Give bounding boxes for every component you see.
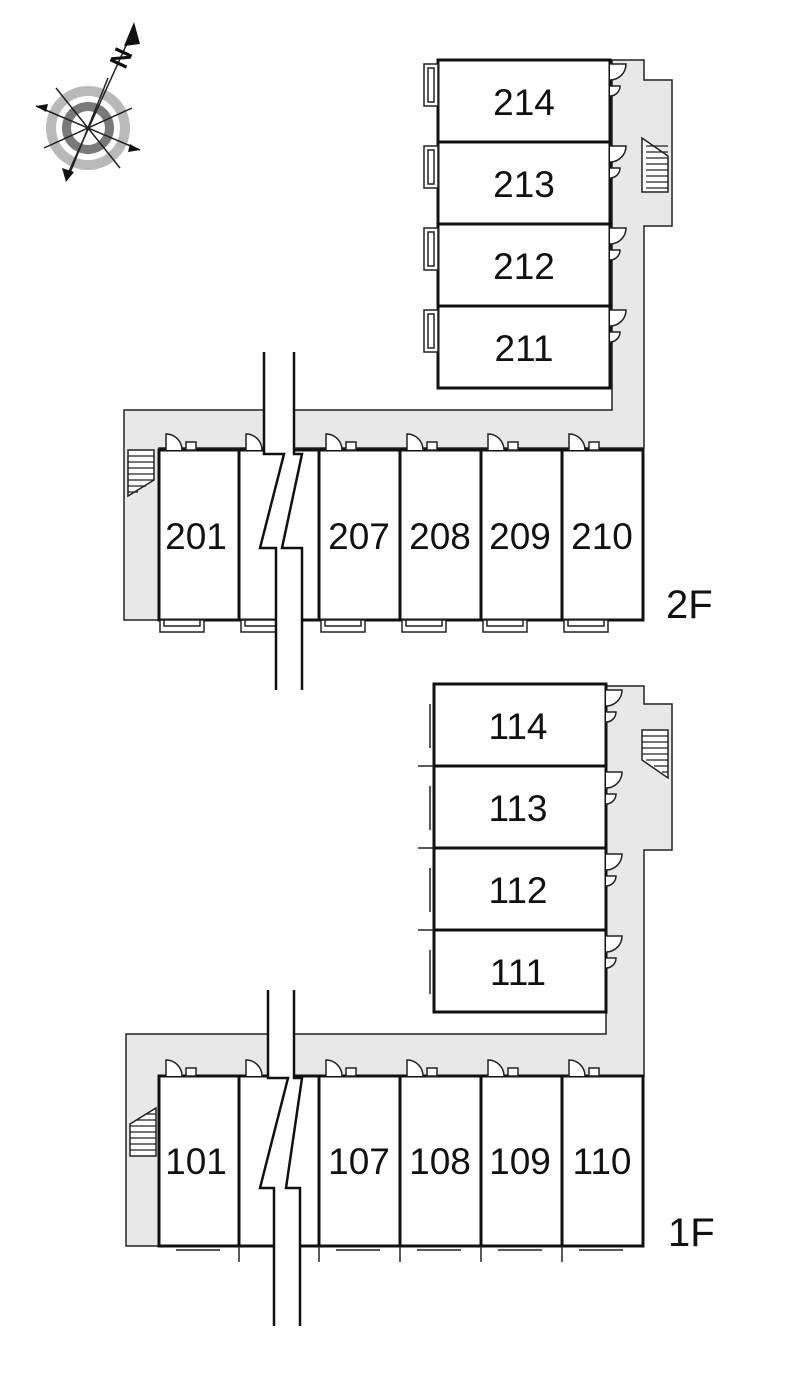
wing-dividers [418,704,434,994]
unit-114 [432,682,608,768]
wing-units: 214 213 212 211 [423,58,627,390]
floor-1f: 114 113 112 111 [125,682,715,1326]
unit-label: 107 [328,1141,390,1182]
break-line-icon [258,352,304,690]
unit-109 [479,1074,564,1248]
unit-label: 211 [495,328,554,369]
unit-label: 110 [573,1141,632,1182]
unit-107 [317,1074,402,1248]
row-dividers [176,1246,623,1262]
unit-label: 213 [493,164,555,205]
unit-110 [560,1074,645,1248]
stairs-icon [129,1106,157,1157]
break-line-icon [258,990,304,1326]
unit-label: 210 [571,516,633,557]
stairs-icon [127,449,155,498]
unit-211 [436,304,612,390]
stairs-icon [641,136,669,193]
unit-101 [157,1074,241,1248]
unit-201 [157,448,241,622]
unit-label: 111 [490,952,546,993]
wing-units: 114 113 112 111 [418,682,623,1014]
balcony-icon [159,619,609,633]
row-units: 201 207 208 209 210 [157,433,645,633]
unit-210 [560,448,645,622]
unit-label: 214 [493,82,555,123]
unit-207 [317,448,402,622]
floor-label: 1F [668,1211,715,1255]
unit-label: 201 [165,516,227,557]
row-units: 101 107 108 109 110 [157,1059,645,1262]
unit-label: 112 [489,870,548,911]
unit-label: 212 [493,246,555,287]
unit-209 [479,448,564,622]
unit-111 [432,928,608,1014]
unit-113 [432,764,608,850]
floor-2f: 214 213 212 211 [123,58,713,690]
unit-label: 209 [489,516,551,557]
compass-icon: N [35,22,141,182]
balcony-icon [423,63,439,353]
floor-label: 2F [666,583,713,627]
door-icon [605,689,623,969]
unit-label: 207 [328,516,390,557]
unit-108 [398,1074,483,1248]
unit-label: 113 [489,788,548,829]
unit-label: 101 [165,1141,227,1182]
door-icon [165,1059,600,1077]
unit-label: 108 [409,1141,471,1182]
unit-label: 208 [409,516,471,557]
compass-north-label: N [103,43,138,73]
unit-213 [436,140,612,226]
unit-label: 114 [489,706,548,747]
stairs-icon [641,729,669,780]
unit-label: 109 [489,1141,551,1182]
door-icon [165,433,600,451]
unit-214 [436,58,612,144]
door-icon [609,63,627,343]
